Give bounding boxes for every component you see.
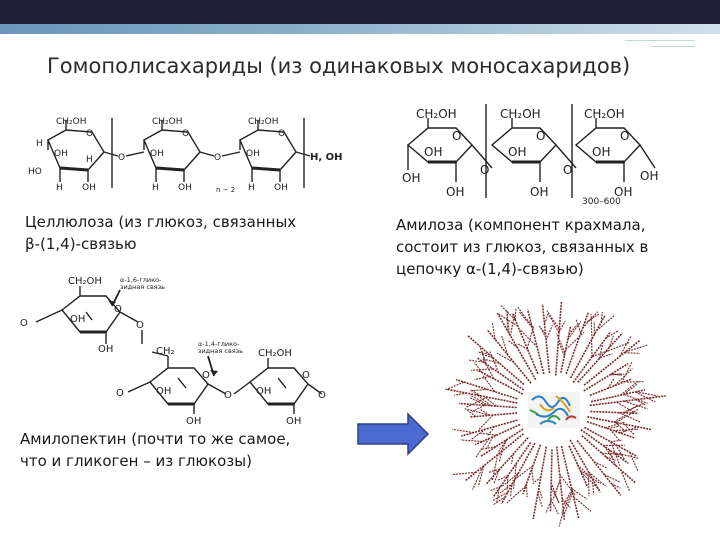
cel-h-1: H — [36, 139, 43, 149]
cel-ch2oh-1: CH₂OH — [56, 117, 87, 127]
amylose-labels: CH₂OH CH₂OH CH₂OH O O O OH OH OH OH OH O… — [402, 107, 658, 207]
amylopectin-notes: α-1,6-глико- зидная связь α-1,4-глико- з… — [120, 276, 243, 355]
header-rule-2 — [650, 46, 695, 47]
amp-o-left-2: O — [116, 388, 124, 399]
amp-oh-2: OH — [156, 386, 171, 397]
amy-oh-left: OH — [402, 171, 420, 185]
cel-link-o-1: O — [118, 153, 125, 163]
amp-oh-b3: OH — [286, 416, 301, 427]
cel-ch2oh-3: CH₂OH — [248, 117, 279, 127]
amy-oh-b2: OH — [530, 185, 548, 199]
amp-chain-note-1: α-1,4-глико- — [198, 340, 240, 348]
cellulose-labels: CH₂OH CH₂OH CH₂OH O O O H OH OH OH HO H … — [28, 117, 343, 194]
amp-ch2oh-3: CH₂OH — [258, 348, 292, 359]
glycogen-branch-model — [444, 301, 666, 527]
slide-title: Гомополисахариды (из одинаковых моносаха… — [47, 54, 631, 78]
cel-h-bottom-3: H — [248, 183, 255, 193]
cel-o-1: O — [86, 129, 93, 139]
cel-oh-bottom-2: OH — [178, 183, 192, 193]
cel-oh-bottom-3: OH — [274, 183, 288, 193]
amp-chain-note-2: зидная связь — [198, 347, 243, 355]
top-accent-band — [0, 24, 720, 34]
amp-ch2oh-1: CH₂OH — [68, 276, 102, 287]
cel-oh-3: OH — [246, 149, 260, 159]
amp-o-ring-2: O — [202, 370, 210, 381]
amp-oh-3: OH — [256, 386, 271, 397]
amylopectin-structure — [35, 286, 323, 414]
amy-oh-3: OH — [592, 145, 610, 159]
cel-o-3: O — [278, 129, 285, 139]
amylose-caption: Амилоза (компонент крахмала, состоит из … — [396, 216, 649, 278]
cel-link-o-2: O — [214, 153, 221, 163]
amy-oh-b3: OH — [614, 185, 632, 199]
cel-oh-1: OH — [54, 149, 68, 159]
amylopectin-caption: Амилопектин (почти то же самое, что и гл… — [20, 430, 291, 470]
amp-branch-note-1: α-1,6-глико- — [120, 276, 162, 284]
amylopectin-labels: CH₂OH CH₂OH CH₂ O O O OH OH OH OH OH OH … — [20, 276, 326, 427]
amy-o-3: O — [620, 129, 629, 143]
amp-arrowhead-2 — [210, 370, 218, 376]
cel-ch2oh-2: CH₂OH — [152, 117, 183, 127]
amy-oh-2: OH — [508, 145, 526, 159]
amy-ch2oh-1: CH₂OH — [416, 107, 457, 121]
amy-repeat-range: 300–600 — [582, 197, 621, 207]
cel-repeat-n: n − 2 — [216, 186, 235, 194]
cel-ho: HO — [28, 167, 42, 177]
amp-o-left-1: O — [20, 318, 28, 329]
amp-oh-b1: OH — [98, 344, 113, 355]
top-bar — [0, 0, 720, 24]
amy-o-1: O — [452, 129, 461, 143]
header-rule — [625, 40, 695, 41]
amp-o-ring-3: O — [302, 370, 310, 381]
amp-o-end: O — [318, 390, 326, 401]
amylose-structure — [406, 104, 656, 198]
glycogen-core-protein — [528, 392, 580, 428]
amylopectin-arrowheads — [108, 300, 218, 376]
amy-ch2oh-2: CH₂OH — [500, 107, 541, 121]
amy-oh-b1: OH — [446, 185, 464, 199]
amy-link-o-2: O — [563, 163, 572, 177]
cel-o-2: O — [182, 129, 189, 139]
amp-arrowhead-1 — [108, 300, 116, 306]
cel-h-bottom-2: H — [152, 183, 159, 193]
amp-branch-note-2: зидная связь — [120, 283, 165, 291]
amy-oh-end: OH — [640, 169, 658, 183]
amp-o-link-2: O — [224, 390, 232, 401]
cellulose-caption: Целлюлоза (из глюкоз, связанных β-(1,4)-… — [25, 213, 297, 253]
amp-oh-1: OH — [70, 314, 85, 325]
amy-link-o-1: O — [480, 163, 489, 177]
amp-o-link-1: O — [136, 320, 144, 331]
amp-oh-b2: OH — [186, 416, 201, 427]
cel-oh-2: OH — [150, 149, 164, 159]
cel-oh-bottom-1: OH — [82, 183, 96, 193]
cellulose-structure — [47, 118, 311, 188]
amy-ch2oh-3: CH₂OH — [584, 107, 625, 121]
amy-oh-1: OH — [424, 145, 442, 159]
cel-h-bottom-1: H — [56, 183, 63, 193]
amy-o-2: O — [536, 129, 545, 143]
amp-ch2: CH₂ — [156, 346, 175, 357]
cel-h-2: H — [86, 155, 93, 165]
cel-end-h-oh: H, OH — [310, 152, 343, 163]
right-arrow-icon — [357, 412, 430, 456]
amp-o-ring-1: O — [114, 304, 122, 315]
